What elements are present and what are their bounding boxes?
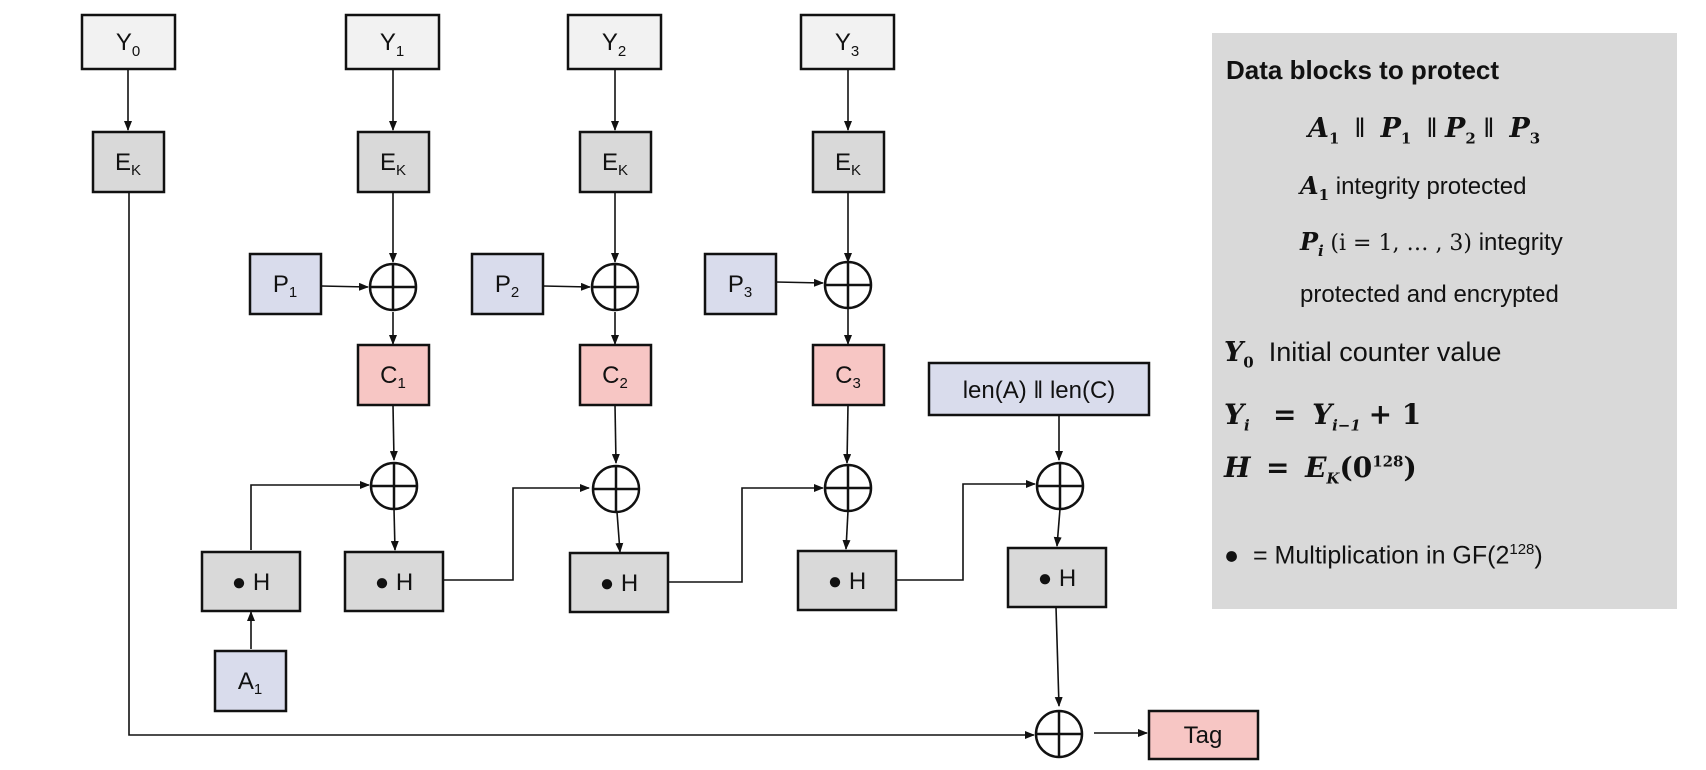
legend-blocks-line: A1 ǁ P1 ǁ P2 ǁ P3 [1308,113,1541,148]
ciphertext-box-c2: C2 [578,343,653,407]
arrow-c1-xorb1 [389,404,398,461]
xor-icon [369,461,419,511]
plaintext-box-p2: P2 [470,252,545,316]
tag-box: Tag [1147,709,1260,761]
xor-icon [1034,709,1084,759]
legend-a1-line: A1 integrity protected [1300,171,1527,204]
svg-text:● H: ● H [1038,565,1077,592]
svg-text:P3: P3 [728,271,752,301]
svg-text:● H: ● H [600,570,639,597]
svg-text:EK: EK [380,149,406,179]
arrow-c2-xorb2 [611,404,620,464]
svg-text:EK: EK [602,149,628,179]
counter-box-y1: Y1 [344,13,441,71]
arrow-p3-xor3 [775,278,824,287]
counter-box-y3: Y3 [799,13,896,71]
svg-text:● H: ● H [828,568,867,595]
arrow-h4-final [1054,606,1063,707]
legend-y0-line: Y0 Initial counter value [1224,337,1502,372]
encrypt-box-ek1: EK [356,130,431,194]
arrow-h2-xorb3 [668,484,824,583]
multiply-h-box-0: ● H [200,550,302,613]
svg-text:Tag: Tag [1184,722,1223,749]
arrow-c3-xorb3 [843,404,852,464]
encrypt-box-ek2: EK [578,130,653,194]
svg-text:● H: ● H [375,569,414,596]
arrow-h1-xorb2 [444,484,590,581]
multiply-h-box-3: ● H [796,549,898,612]
arrow-ek0-final [128,192,1035,739]
ciphertext-box-c1: C1 [356,343,431,407]
xor-icon [368,262,418,312]
encrypt-box-ek0: EK [91,130,166,194]
xor-icon [590,262,640,312]
xor-icon [591,464,641,514]
legend-yi-line: Yi = Yi−1 + 1 [1224,398,1422,435]
multiply-h-box-1: ● H [343,550,445,613]
legend-title: Data blocks to protect [1226,55,1500,85]
svg-text:P2: P2 [495,271,519,301]
legend-pi-line: Pi (i = 1, … , 3) integrity [1300,227,1563,260]
length-box: len(A) ǁ len(C) [927,361,1151,417]
svg-text:C1: C1 [380,362,406,392]
arrow-p2-xor2 [542,282,591,291]
svg-text:● H: ● H [232,569,271,596]
svg-text:EK: EK [115,149,141,179]
svg-text:Y3: Y3 [835,29,859,60]
encrypt-box-ek3: EK [811,130,886,194]
svg-text:Y0: Y0 [116,29,140,60]
legend-h-line: H = EK(0128) [1224,451,1417,488]
arrow-h3-xorb4 [897,480,1036,581]
legend-panel: Data blocks to protect A1 ǁ P1 ǁ P2 ǁ P3… [1212,33,1677,609]
arrow-xorb3-h3 [842,510,851,550]
xor-icon [823,260,873,310]
arrow-h0-xorb1 [250,481,370,550]
arrow-xorb2-h2 [615,511,624,553]
ciphertext-box-c3: C3 [811,343,886,407]
xor-icon [1035,461,1085,511]
svg-text:Y1: Y1 [380,29,404,60]
multiply-h-box-2: ● H [568,551,670,614]
multiply-h-box-4: ● H [1006,546,1108,609]
svg-text:C2: C2 [602,362,628,392]
svg-text:C3: C3 [835,362,861,392]
arrow-xorb1-h1 [390,508,399,551]
svg-text:A1: A1 [238,668,262,698]
arrow-p1-xor1 [320,282,369,291]
svg-text:len(A) ǁ len(C): len(A) ǁ len(C) [963,377,1116,404]
legend-pi-line-2: protected and encrypted [1300,281,1559,308]
plaintext-box-p1: P1 [248,252,323,316]
svg-text:Y2: Y2 [602,29,626,60]
svg-text:EK: EK [835,149,861,179]
counter-box-y0: Y0 [80,13,177,71]
svg-text:P1: P1 [273,271,297,301]
legend-mult-line: ● = Multiplication in GF(2128) [1224,541,1543,570]
xor-icon [823,463,873,513]
counter-box-y2: Y2 [566,13,663,71]
plaintext-box-p3: P3 [703,252,778,316]
arrow-xorb4-h4 [1053,508,1062,547]
aad-box-a1: A1 [213,649,288,713]
